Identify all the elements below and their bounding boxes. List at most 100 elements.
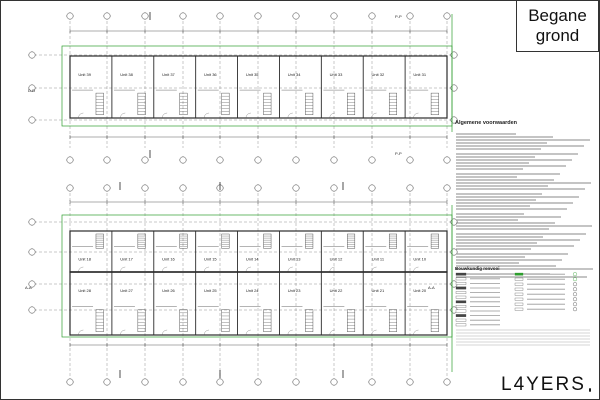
unit-label: Unit 17 <box>120 257 133 262</box>
unit-label: Unit 31 <box>413 72 426 77</box>
stair <box>305 92 314 115</box>
grid-bubble <box>66 156 74 164</box>
legend-symbol <box>573 292 578 297</box>
stair <box>137 92 146 115</box>
legend-swatch <box>514 307 524 311</box>
sheet-title-line1: Begane <box>528 6 587 25</box>
unit-label: Unit 33 <box>330 72 343 77</box>
unit-label: Unit 23 <box>288 288 301 293</box>
stair <box>95 92 104 115</box>
door-swing <box>203 112 210 119</box>
grid-bubble <box>450 84 458 92</box>
grid-bubble <box>443 184 451 192</box>
unit-label: Unit 12 <box>330 257 343 262</box>
section-label: P-P <box>395 151 402 156</box>
door-swing <box>245 112 251 119</box>
unit-label: Unit 39 <box>78 72 91 77</box>
grid-bubble <box>330 12 338 20</box>
legend-swatch <box>514 297 524 301</box>
grid-bubble <box>66 378 74 386</box>
unit-label: Unit 37 <box>162 72 175 77</box>
stair <box>305 309 314 332</box>
door-swing <box>287 112 293 119</box>
grid-bubble <box>216 378 224 386</box>
section-label: D-D <box>28 88 35 93</box>
grid-bubble <box>28 280 36 288</box>
grid-bubble <box>141 156 149 164</box>
grid-bubble <box>141 12 149 20</box>
section-label: A-A <box>428 285 435 290</box>
unit-label: Unit 10 <box>413 257 426 262</box>
stair <box>179 92 188 115</box>
grid-bubble <box>443 12 451 20</box>
legend-swatch <box>514 302 524 306</box>
grid-bubble <box>254 378 262 386</box>
notes-title: Algemene voorwaarden <box>455 120 518 126</box>
legend-table <box>455 272 590 346</box>
grid-bubble <box>28 116 36 124</box>
stair <box>388 309 397 332</box>
stair <box>430 233 439 249</box>
legend-swatch <box>455 323 467 327</box>
legend-swatch <box>455 309 467 313</box>
unit-label: Unit 15 <box>204 257 217 262</box>
section-label: P-P <box>395 14 402 19</box>
grid-bubble <box>406 184 414 192</box>
stair <box>430 309 439 332</box>
unit-label: Unit 34 <box>288 72 301 77</box>
grid-bubble <box>368 378 376 386</box>
grid-bubble <box>443 156 451 164</box>
legend-swatch <box>455 286 467 290</box>
legend-swatch <box>514 277 524 281</box>
grid-bubble <box>103 184 111 192</box>
grid-bubble <box>216 156 224 164</box>
grid-bubble <box>179 156 187 164</box>
grid-bubble <box>292 378 300 386</box>
grid-bubble <box>28 306 36 314</box>
legend-swatch <box>455 272 467 276</box>
grid-bubble <box>66 184 74 192</box>
legend-swatch <box>514 272 524 276</box>
stair <box>221 233 230 249</box>
door-swing <box>203 266 210 273</box>
unit-label: Unit 35 <box>246 72 259 77</box>
grid-bubble <box>450 218 458 226</box>
legend-symbol <box>573 282 578 287</box>
stair <box>179 233 188 249</box>
grid-bubble <box>292 12 300 20</box>
stair <box>95 309 104 332</box>
grid-bubble <box>28 51 36 59</box>
door-swing <box>371 266 377 273</box>
general-notes: Algemene voorwaarden <box>455 120 595 129</box>
unit-label: Unit 16 <box>162 257 175 262</box>
grid-bubble <box>450 248 458 256</box>
logo-text: L4YERS <box>501 374 586 395</box>
legend-swatch <box>455 300 467 304</box>
stair <box>347 309 356 332</box>
door-swing <box>120 266 126 273</box>
stair <box>137 309 146 332</box>
logo-dot-icon <box>588 388 591 392</box>
stair <box>221 92 230 115</box>
door-swing <box>78 266 84 273</box>
unit-label: Unit 11 <box>372 257 385 262</box>
unit-label: Unit 22 <box>330 288 343 293</box>
door-swing <box>413 112 419 119</box>
door-swing <box>413 329 419 336</box>
grid-bubble <box>216 12 224 20</box>
grid-bubble <box>103 378 111 386</box>
unit-label: Unit 21 <box>372 288 385 293</box>
unit-label: Unit 36 <box>204 72 217 77</box>
sheet-title-box: Begane grond <box>516 0 599 52</box>
grid-bubble <box>406 156 414 164</box>
grid-bubble <box>179 378 187 386</box>
unit-label: Unit 14 <box>246 257 259 262</box>
door-swing <box>78 112 84 119</box>
stair <box>263 92 272 115</box>
unit-label: Unit 28 <box>78 288 91 293</box>
unit-row-outline <box>69 55 448 119</box>
stair <box>388 92 397 115</box>
grid-bubble <box>292 156 300 164</box>
unit-row-outline <box>69 230 448 273</box>
legend-swatch <box>455 305 467 308</box>
